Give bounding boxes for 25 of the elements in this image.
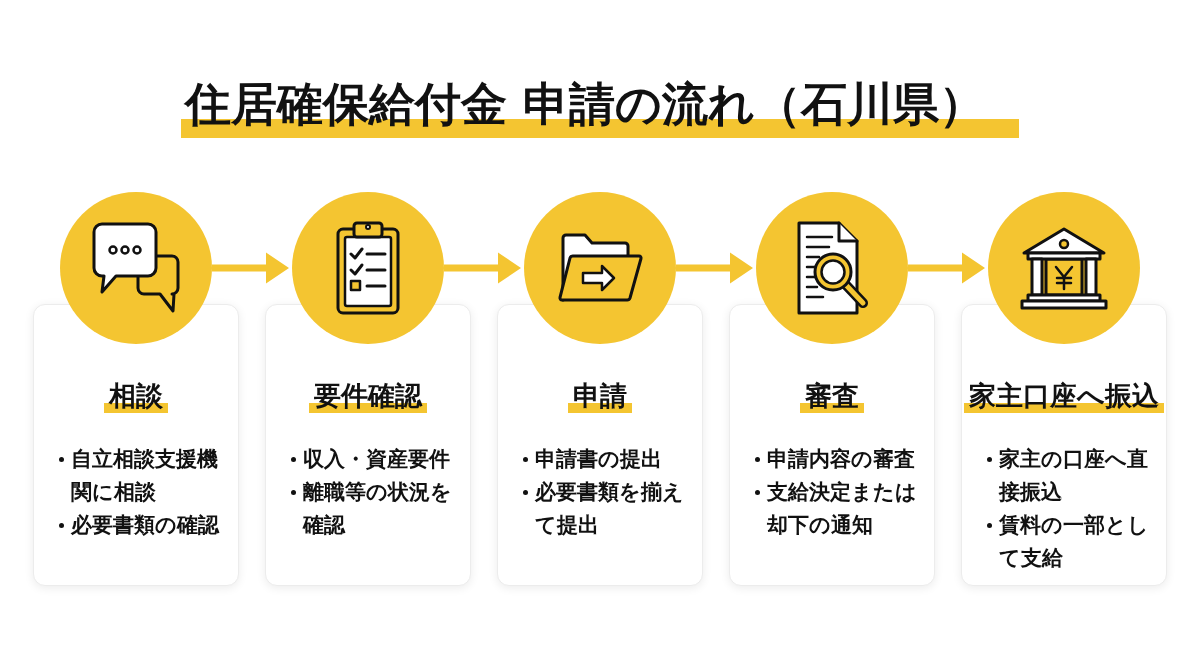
step-card (961, 304, 1167, 586)
arrow (444, 252, 521, 284)
bullet-text: 支給決定または却下の通知 (767, 479, 917, 539)
arrow (212, 252, 289, 284)
step-heading: 申請 (568, 381, 632, 413)
bullet-text: 必要書類の確認 (71, 512, 221, 539)
title: 住居確保給付金 申請の流れ（石川県） (181, 78, 1019, 138)
bullet-text: 自立相談支援機関に相談 (71, 446, 219, 506)
bullet-text: 必要書類を揃えて提出 (535, 479, 685, 539)
step-card (265, 304, 471, 586)
bullet-text: 賃料の一部として支給 (999, 512, 1149, 572)
bullet-text: 離職等の状況を確認 (303, 479, 453, 539)
arrow (676, 252, 753, 284)
step-heading: 要件確認 (309, 381, 427, 413)
bullet-text: 収入・資産要件 (303, 446, 451, 473)
bullet-text: 家主の口座へ直接振込 (999, 446, 1149, 506)
step-heading: 家主口座へ振込 (964, 381, 1164, 413)
step-heading: 審査 (800, 381, 864, 413)
arrow (908, 252, 985, 284)
step-heading: 相談 (104, 381, 168, 413)
step-card (729, 304, 935, 586)
bullet-text: 申請内容の審査 (767, 446, 916, 473)
step-card (497, 304, 703, 586)
bullet-text: 申請書の提出 (535, 446, 663, 473)
step-card (33, 304, 239, 586)
